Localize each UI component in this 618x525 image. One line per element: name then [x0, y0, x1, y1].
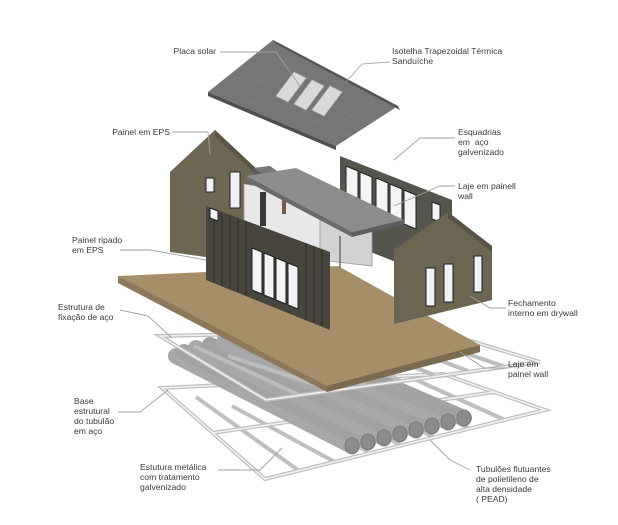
leader-slab-lower: [459, 351, 506, 369]
upper-slab: [246, 168, 404, 268]
label-hdpe-tubes: Tubulões flutuantes de polietileno de al…: [476, 464, 551, 504]
drywall-gable-right: [394, 212, 492, 324]
label-eps-panel: Painel em EPS: [112, 127, 170, 137]
leader-solar-panel: [220, 51, 301, 87]
label-steel-fixing: Estrutura de fixação de aço: [58, 302, 114, 322]
label-roof-tile: Isotelha Trapezoidal Térmica Sanduíche: [392, 46, 503, 66]
leader-roof-tile: [345, 61, 391, 83]
label-solar-panel: Placa solar: [173, 46, 216, 56]
leader-steel-fixing: [119, 309, 173, 339]
label-steel-frames: Esquadrias em aço galvenizado: [458, 127, 504, 157]
floor-slab: [118, 266, 480, 392]
solar-panel-2: [293, 79, 325, 111]
leader-slab-upper: [393, 185, 455, 207]
leader-hdpe-tubes: [429, 439, 471, 471]
leader-drywall: [469, 295, 506, 309]
label-metal-structure: Estutura metálica com tratamento galveni…: [140, 462, 207, 492]
solar-panel-3: [311, 85, 343, 117]
label-slab-lower: Laje em painel wall: [508, 359, 549, 379]
leader-lines: [118, 51, 506, 471]
leader-steel-frames: [393, 137, 455, 161]
slatted-panel-wall: [206, 206, 330, 330]
solar-panel-1: [275, 71, 307, 103]
label-drywall: Fechamento interno em drywall: [508, 298, 578, 318]
label-slatted-panel: Painel ripado em EPS: [72, 235, 123, 255]
label-slab-upper: Laje em painell wall: [458, 181, 516, 201]
solar-panels: [275, 71, 343, 117]
leader-eps-panel: [172, 131, 211, 155]
label-tube-base: Base estrutural do tubulão em aço: [74, 396, 115, 436]
leader-tube-base: [118, 389, 169, 413]
leader-metal-structure: [218, 447, 283, 471]
leader-slatted-panel: [120, 249, 207, 261]
